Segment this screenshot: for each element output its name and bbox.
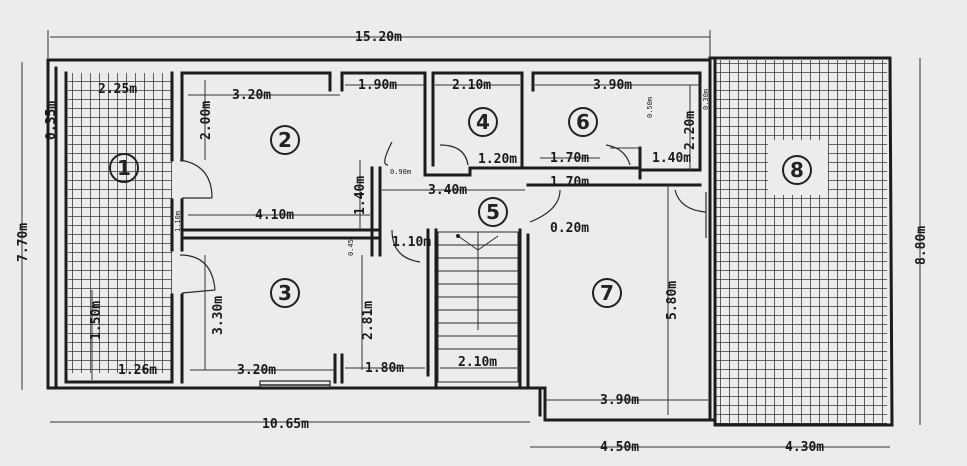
dim-3-20-bottom: 3.20m [237, 363, 276, 378]
dim-0-90: 0.90m [390, 168, 411, 176]
dim-1-70-b: 1.70m [550, 175, 589, 190]
svg-text:7: 7 [600, 281, 614, 305]
staircase [437, 231, 519, 383]
dim-0-50: 0.50m [646, 97, 654, 118]
dim-1-40-vert: 1.40m [353, 176, 368, 215]
dim-0-35: 0.35m [44, 101, 59, 140]
doors [179, 141, 707, 294]
room-7-marker: 7 [592, 278, 622, 308]
dimension-lines [21, 30, 921, 448]
dim-2-10-bottom: 2.10m [458, 355, 497, 370]
dim-1-40-right: 1.40m [652, 151, 691, 166]
room-markers: 1 2 3 4 5 6 7 8 [109, 107, 812, 308]
svg-text:8: 8 [790, 158, 804, 182]
dim-bottom-left: 10.65m [262, 417, 309, 432]
dim-right-height: 8.80m [914, 226, 929, 265]
dim-1-70-a: 1.70m [550, 151, 589, 166]
dim-5-80: 5.80m [665, 281, 680, 320]
dim-3-90-bottom: 3.90m [600, 393, 639, 408]
dim-2-20: 2.20m [683, 111, 698, 150]
dim-bottom-mid: 4.50m [600, 440, 639, 455]
svg-text:5: 5 [486, 200, 500, 224]
dim-3-90-top: 3.90m [593, 78, 632, 93]
svg-text:6: 6 [576, 110, 590, 134]
dim-4-10: 4.10m [255, 208, 294, 223]
dim-1-90: 1.90m [358, 78, 397, 93]
dim-1-50: 1.50m [89, 301, 104, 340]
room-8-marker: 8 [782, 155, 812, 185]
dim-1-10-small: 1.10m [174, 211, 182, 232]
svg-text:2: 2 [278, 128, 292, 152]
dim-0-45: 0.45 [347, 239, 355, 256]
dim-total-width: 15.20m [355, 30, 402, 45]
interior-walls [64, 71, 702, 417]
svg-text:3: 3 [278, 281, 292, 305]
dim-1-20: 1.20m [478, 152, 517, 167]
dim-bottom-right: 4.30m [785, 440, 824, 455]
dim-3-40: 3.40m [428, 183, 467, 198]
dim-0-30: 0.30m [702, 89, 710, 110]
room-6-marker: 6 [568, 107, 598, 137]
dim-3-20-top: 3.20m [232, 88, 271, 103]
svg-text:4: 4 [476, 110, 490, 134]
room-2-marker: 2 [270, 125, 300, 155]
dimension-labels: 15.20m 7.70m 8.80m 10.65m 4.50m 4.30m 2.… [16, 30, 929, 455]
room-3-marker: 3 [270, 278, 300, 308]
room-1-marker: 1 [109, 153, 139, 183]
tiled-floor-room-1 [68, 73, 172, 373]
exterior-walls [46, 56, 894, 427]
room-5-marker: 5 [478, 197, 508, 227]
dim-0-20: 0.20m [550, 221, 589, 236]
dim-total-height: 7.70m [16, 223, 31, 262]
dim-2-10-top: 2.10m [452, 78, 491, 93]
dim-2-00: 2.00m [199, 101, 214, 140]
dim-2-25: 2.25m [98, 82, 137, 97]
svg-text:1: 1 [117, 156, 131, 180]
tiled-floor-room-8 [715, 60, 887, 425]
dim-3-30: 3.30m [211, 296, 226, 335]
dim-2-81: 2.81m [361, 301, 376, 340]
room-4-marker: 4 [468, 107, 498, 137]
dim-1-26: 1.26m [118, 363, 157, 378]
dim-1-80: 1.80m [365, 361, 404, 376]
dim-1-10: 1.10m [392, 235, 431, 250]
